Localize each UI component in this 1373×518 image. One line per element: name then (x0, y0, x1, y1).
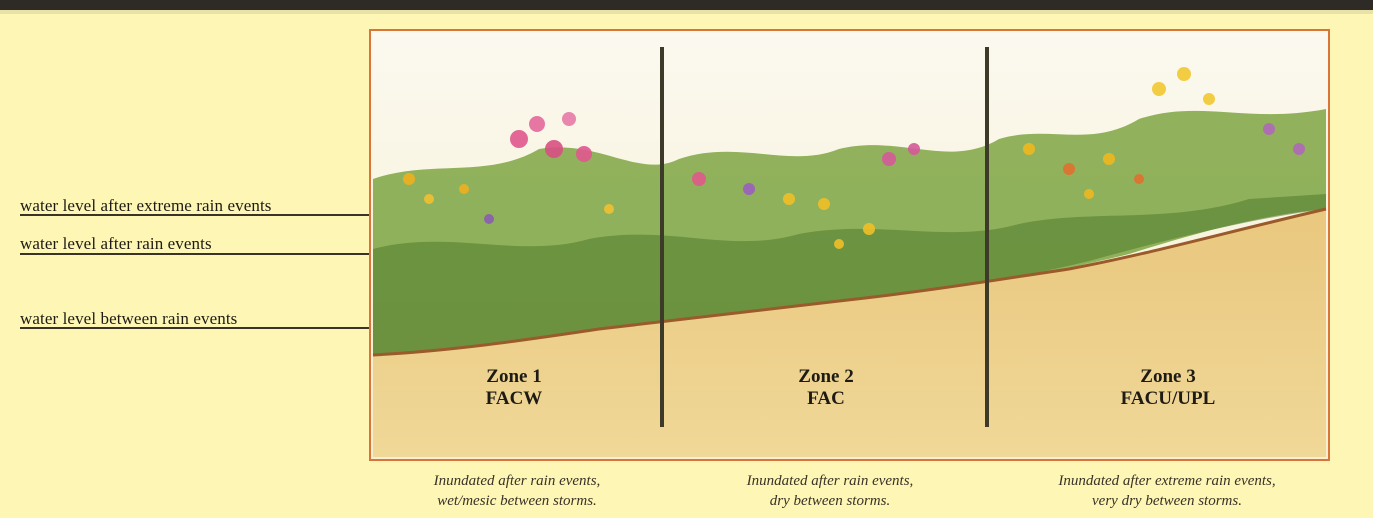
zone-2-caption-line2: dry between storms. (670, 491, 990, 511)
scan-edge-highlight (0, 10, 1373, 14)
water-level-rain-label: water level after rain events (20, 234, 212, 254)
zone-2-code: FAC (726, 388, 926, 410)
zone-3-code: FACU/UPL (1068, 388, 1268, 410)
zone-3-caption: Inundated after extreme rain events, ver… (1007, 471, 1327, 511)
zone-2-caption: Inundated after rain events, dry between… (670, 471, 990, 511)
zone-2-caption-line1: Inundated after rain events, (670, 471, 990, 491)
zone-2-label: Zone 2 FAC (726, 366, 926, 410)
zone-3-caption-line2: very dry between storms. (1007, 491, 1327, 511)
zone-divider-2 (985, 47, 989, 427)
zone-2-name: Zone 2 (726, 366, 926, 388)
zone-3-caption-line1: Inundated after extreme rain events, (1007, 471, 1327, 491)
scan-top-edge (0, 0, 1373, 10)
zone-1-caption: Inundated after rain events, wet/mesic b… (357, 471, 677, 511)
zone-1-name: Zone 1 (414, 366, 614, 388)
zone-3-name: Zone 3 (1068, 366, 1268, 388)
zone-divider-1 (660, 47, 664, 427)
zone-1-caption-line1: Inundated after rain events, (357, 471, 677, 491)
zone-1-code: FACW (414, 388, 614, 410)
zone-1-caption-line2: wet/mesic between storms. (357, 491, 677, 511)
water-level-extreme-label: water level after extreme rain events (20, 196, 271, 216)
zone-3-label: Zone 3 FACU/UPL (1068, 366, 1268, 410)
water-level-between-label: water level between rain events (20, 309, 237, 329)
zone-1-label: Zone 1 FACW (414, 366, 614, 410)
